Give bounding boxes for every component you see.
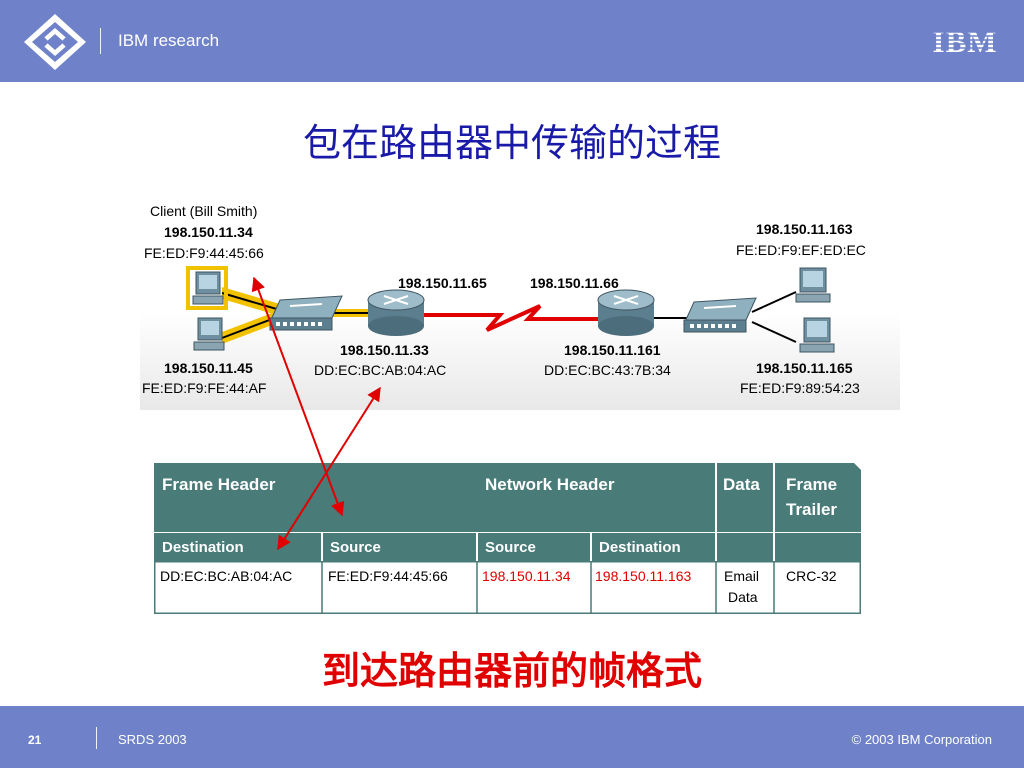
router1-wan-ip: 198.150.11.65	[398, 275, 487, 291]
page-title: 包在路由器中传输的过程	[302, 121, 721, 165]
host2-pc-icon	[193, 317, 225, 351]
footer-bar	[0, 706, 1024, 768]
group-trailer-line1: Frame	[786, 475, 838, 494]
cell-frame-destination: DD:EC:BC:AB:04:AC	[160, 568, 293, 584]
right-switch-icon	[683, 297, 757, 333]
left-switch-icon	[269, 295, 343, 331]
col-network-source: Source	[485, 539, 536, 556]
cell-data-line2: Data	[728, 589, 758, 605]
frame-format-table: Frame Header Network Header Data Frame T…	[154, 463, 861, 614]
frame-column-band	[154, 533, 861, 561]
host3-ip: 198.150.11.163	[756, 221, 853, 237]
copyright: © 2003 IBM Corporation	[851, 732, 992, 747]
frame-data-row	[154, 561, 861, 614]
ibm-logo: IBM	[928, 26, 1002, 58]
host4-pc-icon	[799, 317, 835, 353]
right-lan-cables	[652, 291, 797, 343]
col-frame-source: Source	[330, 539, 381, 556]
footer-divider	[96, 727, 97, 749]
frame-group-band	[154, 463, 861, 533]
group-trailer-line2: Trailer	[786, 500, 838, 519]
cell-data-line1: Email	[724, 568, 760, 584]
ibm-diamond-logo-icon	[24, 14, 86, 70]
col-network-destination: Destination	[599, 539, 681, 556]
group-frame-header: Frame Header	[162, 475, 276, 494]
host4-ip: 198.150.11.165	[756, 360, 853, 376]
host2-mac: FE:ED:F9:FE:44:AF	[142, 380, 267, 396]
group-data: Data	[723, 475, 760, 494]
host4-mac: FE:ED:F9:89:54:23	[740, 380, 860, 396]
group-network-header: Network Header	[485, 475, 615, 494]
cell-network-source: 198.150.11.34	[482, 568, 571, 584]
host3-pc-icon	[795, 267, 831, 303]
brand-label: IBM research	[118, 31, 220, 50]
router2-icon	[597, 289, 655, 336]
header-bar: IBM research IBM	[0, 0, 1024, 82]
router1-icon	[367, 289, 425, 336]
client-pc-icon	[186, 266, 228, 310]
router2-lan-mac: DD:EC:BC:43:7B:34	[544, 362, 671, 378]
host2-ip: 198.150.11.45	[164, 360, 253, 376]
cell-network-destination: 198.150.11.163	[595, 568, 692, 584]
col-frame-destination: Destination	[162, 539, 244, 556]
frame-format-caption: 到达路由器前的帧格式	[321, 649, 702, 693]
cell-trailer: CRC-32	[786, 568, 837, 584]
course-label: SRDS 2003	[118, 732, 187, 747]
router2-wan-ip: 198.150.11.66	[530, 275, 619, 291]
router1-lan-ip: 198.150.11.33	[340, 342, 429, 358]
wan-serial-link	[415, 304, 600, 332]
client-mac: FE:ED:F9:44:45:66	[144, 245, 264, 261]
client-ip: 198.150.11.34	[164, 224, 253, 240]
cell-frame-source: FE:ED:F9:44:45:66	[328, 568, 448, 584]
host3-mac: FE:ED:F9:EF:ED:EC	[736, 242, 866, 258]
client-label: Client (Bill Smith)	[150, 203, 258, 219]
router2-lan-ip: 198.150.11.161	[564, 342, 661, 358]
router1-lan-mac: DD:EC:BC:AB:04:AC	[314, 362, 447, 378]
header-divider	[100, 28, 101, 54]
page-number: 21	[28, 733, 42, 747]
